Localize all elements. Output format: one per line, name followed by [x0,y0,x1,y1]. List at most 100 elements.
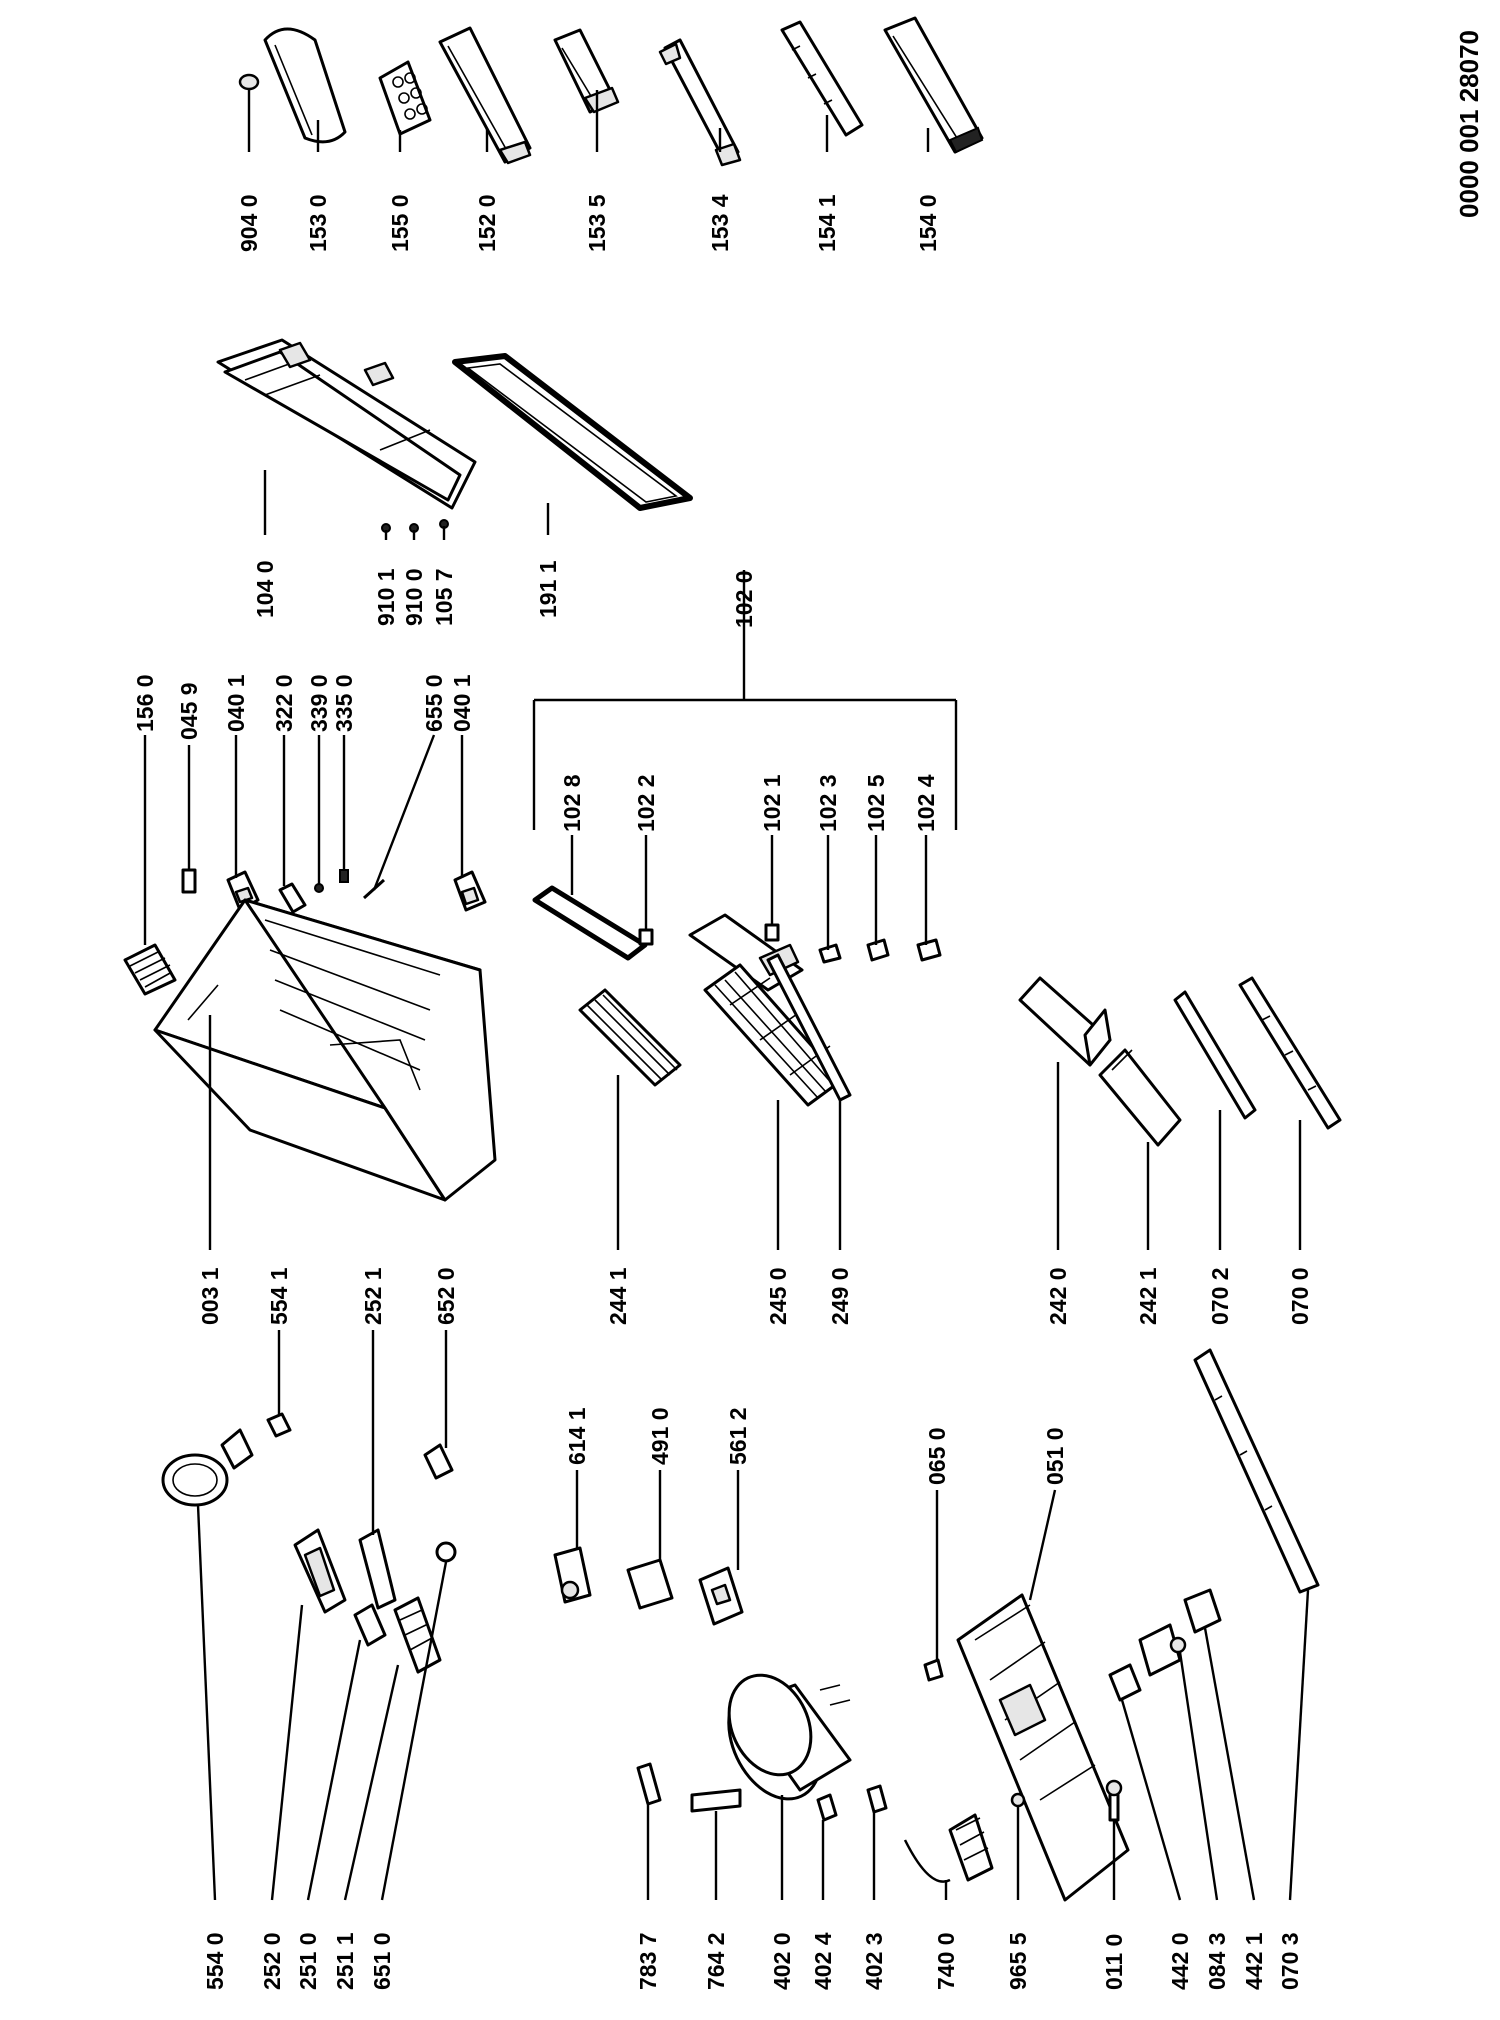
label-104-0: 104 0 [252,560,278,618]
label-910-0: 910 0 [401,568,427,626]
label-153-0: 153 0 [305,194,331,252]
label-561-2: 561 2 [725,1407,751,1465]
part-155-0-egg-tray-drawing [378,60,432,136]
label-102-4: 102 4 [913,774,939,832]
part-070-0-rail-drawing [1238,976,1342,1130]
part-740-0-condenser-drawing [903,1813,994,1883]
label-003-1: 003 1 [197,1267,223,1325]
label-065-0: 065 0 [924,1427,950,1485]
label-249-0: 249 0 [827,1267,853,1325]
label-102-2: 102 2 [633,774,659,832]
part-102-4-tab-drawing [916,938,942,962]
part-153-5-butter-box-drawing [553,28,620,114]
part-251-0-switch-drawing [353,1603,387,1647]
part-156-0-ice-tray-drawing [123,943,177,996]
part-652-0-bulb-holder-drawing [423,1443,454,1480]
label-152-0: 152 0 [474,194,500,252]
label-156-0: 156 0 [132,674,158,732]
label-783-7: 783 7 [635,1932,661,1990]
part-102-2-pin-drawing [638,928,654,946]
part-764-2-capillary-drawing [690,1788,742,1813]
label-153-5: 153 5 [584,194,610,252]
label-102-1: 102 1 [759,774,785,832]
part-783-7-drier-drawing [636,1762,662,1806]
part-153-4-shelf-rail-drawing [658,38,742,167]
part-065-0-clip-drawing [923,1658,944,1682]
part-442-foot-drawing [1108,1623,1187,1702]
label-102-0: 102 0 [731,570,757,628]
leader-lines [143,90,1310,1901]
part-402-4-grommet-drawing [816,1793,838,1822]
label-102-8: 102 8 [559,774,585,832]
label-614-1: 614 1 [564,1407,590,1465]
part-154-1-bottle-retainer-drawing [780,20,864,137]
part-154-0-bottle-shelf-drawing [883,16,984,154]
label-191-1: 191 1 [535,560,561,618]
label-153-4: 153 4 [707,194,733,252]
part-651-0-bulb-drawing [435,1541,457,1563]
label-070-2: 070 2 [1207,1267,1233,1325]
label-244-1: 244 1 [605,1267,631,1325]
part-614-1-relay-drawing [553,1546,592,1604]
label-154-0: 154 0 [915,194,941,252]
part-045-9-hinge-pin-drawing [181,868,197,894]
label-554-1: 554 1 [266,1267,292,1325]
label-652-0: 652 0 [433,1267,459,1325]
label-322-0: 322 0 [271,674,297,732]
part-152-0-door-shelf-drawing [438,26,532,165]
part-051-0-base-tray-drawing [956,1593,1130,1902]
label-045-9: 045 9 [176,682,202,740]
label-011-0: 011 0 [1101,1934,1127,1990]
label-155-0: 155 0 [387,194,413,252]
label-339-0: 339 0 [306,674,332,732]
label-070-3: 070 3 [1277,1932,1303,1990]
part-003-1-cabinet-drawing [153,898,497,1202]
label-740-0: 740 0 [933,1932,959,1990]
label-040-1-bottom: 040 1 [449,674,475,732]
part-242-0-drawer-drawing [1018,976,1112,1067]
label-242-0: 242 0 [1045,1267,1071,1325]
label-491-0: 491 0 [647,1407,673,1465]
part-040-1-hinge-bottom-drawing [453,870,487,912]
label-402-4: 402 4 [810,1932,836,1990]
part-191-1-door-gasket-drawing [452,353,693,511]
part-561-2-clamp-drawing [698,1566,744,1626]
label-040-1-top: 040 1 [223,674,249,732]
part-102-8-frame-drawing [532,885,648,961]
label-252-1: 252 1 [360,1267,386,1325]
part-252-1-lamp-cover-drawing [358,1528,397,1610]
label-904-0: 904 0 [236,194,262,252]
part-339-0-screw-drawing [314,883,324,893]
label-242-1: 242 1 [1135,1267,1161,1325]
label-245-0: 245 0 [765,1267,791,1325]
part-084-3-bracket-drawing [1183,1588,1222,1634]
label-251-0: 251 0 [295,1932,321,1990]
part-102-5-tab-drawing [866,938,890,962]
label-105-7: 105 7 [431,568,457,626]
label-764-2: 764 2 [703,1932,729,1990]
part-153-0-door-tray-drawing [263,27,347,144]
label-402-0: 402 0 [769,1932,795,1990]
label-070-0: 070 0 [1287,1267,1313,1325]
part-904-0-clip-drawing [238,73,260,91]
part-244-1-wire-shelf-drawing [578,988,682,1087]
label-084-3: 084 3 [1204,1932,1230,1990]
part-070-2-rail-drawing [1173,990,1257,1120]
label-251-1: 251 1 [332,1932,358,1990]
part-249-0-shelf-trim-drawing [766,953,852,1102]
part-322-0-bracket-drawing [278,882,307,914]
part-402-0-compressor-drawing [727,1673,852,1801]
label-102-3: 102 3 [815,774,841,832]
document-number: 0000 001 28070 [1454,30,1484,218]
label-102-5: 102 5 [863,774,889,832]
part-242-1-drawer-drawing [1098,1048,1182,1147]
label-402-3: 402 3 [861,1932,887,1990]
part-554-1-bracket-drawing [266,1412,292,1438]
label-051-0: 051 0 [1042,1427,1068,1485]
label-252-0: 252 0 [259,1932,285,1990]
part-102-3-tab-drawing [818,943,842,964]
part-070-3-plinth-drawing [1193,1348,1320,1594]
part-335-0-screw-drawing [339,869,349,883]
label-554-0: 554 0 [202,1932,228,1990]
